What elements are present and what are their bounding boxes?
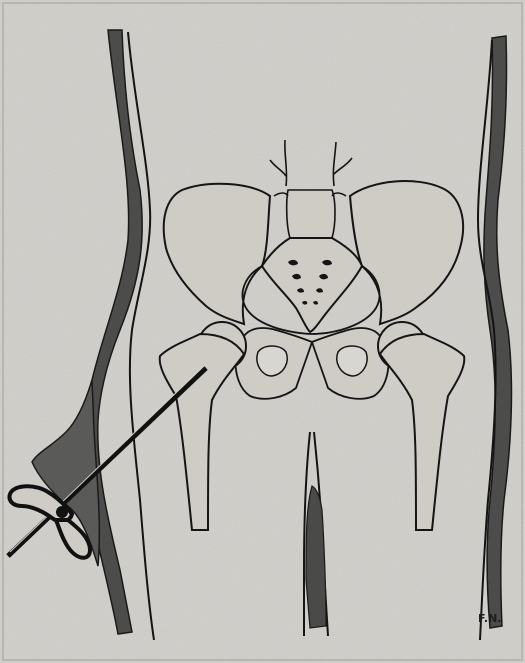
artist-signature: F.N. (478, 612, 501, 625)
